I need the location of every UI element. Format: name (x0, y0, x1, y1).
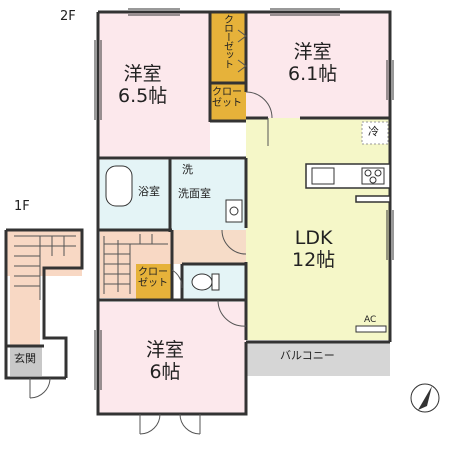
bath-label: 浴室 (138, 185, 160, 198)
closet-small-b-line2: ゼット (138, 277, 168, 289)
balcony-area (246, 342, 390, 376)
western-room-6-area (98, 302, 246, 414)
windows (94, 8, 394, 390)
door-swings (139, 29, 273, 435)
western-room-6-5-area (98, 12, 210, 157)
western-room-6-1-label: 洋室 6.1帖 (288, 41, 338, 86)
floor-2f-label: 2F (60, 9, 76, 24)
closet-small-a-line1: クロー (212, 87, 242, 98)
corridor-area (172, 230, 246, 264)
closet-small-b-label: クロー ゼット (138, 267, 168, 289)
western-room-6-1-area (246, 12, 390, 118)
walls-1f (4, 228, 84, 380)
stairs-1f (14, 235, 76, 300)
stair-1f-lower-area (10, 276, 40, 346)
ldk-area (246, 118, 390, 340)
toilet-fixture (191, 273, 213, 291)
ac-unit (355, 325, 387, 333)
western-room-6-5-name: 洋室 (123, 63, 162, 85)
closet-small-a-area (210, 84, 246, 120)
balcony-label: バルコニー (280, 349, 335, 362)
ldk-label: LDK 12帖 (292, 227, 336, 272)
closet-small-b-line1: クロー (138, 267, 168, 278)
fridge-mark: 冷 (368, 125, 379, 138)
floor-1f-label: 1F (14, 199, 30, 214)
western-room-6-5-size: 6.5帖 (118, 84, 168, 107)
western-room-6-5-label: 洋室 6.5帖 (118, 63, 168, 108)
western-room-6-1-size: 6.1帖 (288, 62, 338, 85)
entrance-door-swing (29, 377, 51, 399)
western-room-6-label: 洋室 6帖 (146, 339, 185, 384)
closet-small-a-label: クロー ゼット (212, 87, 242, 109)
walls-2f (96, 10, 392, 416)
compass-icon (410, 383, 440, 413)
entrance-area (10, 346, 42, 376)
wash-basin (225, 199, 243, 223)
stairs-2f (103, 234, 168, 294)
bathtub (105, 165, 133, 207)
western-room-6-1-name: 洋室 (293, 41, 332, 63)
ldk-name: LDK (294, 227, 333, 249)
closet-small-b-area (136, 264, 172, 300)
washroom-label: 洗面室 (178, 187, 211, 200)
western-room-6-size: 6帖 (149, 360, 181, 383)
fridge-box (361, 121, 389, 145)
ac-label: AC (364, 315, 377, 325)
ldk-size: 12帖 (292, 248, 336, 271)
wash-mark: 洗 (182, 163, 193, 176)
closet-small-a-line2: ゼット (212, 97, 242, 109)
western-room-6-name: 洋室 (146, 339, 185, 361)
closet-vertical-label: クローゼット (221, 14, 233, 68)
entrance-label: 玄関 (14, 352, 36, 365)
